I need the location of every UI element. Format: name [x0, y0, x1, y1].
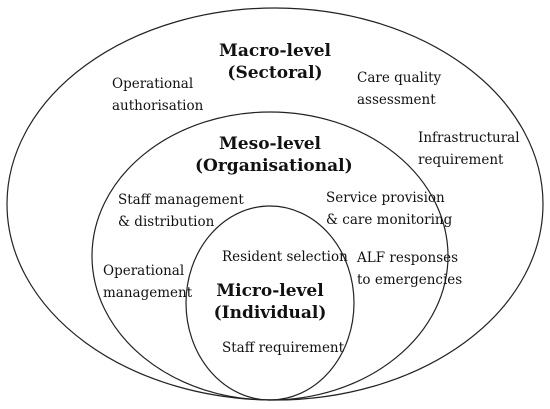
micro-item-resident-selection: Resident selection: [222, 249, 348, 265]
meso-level-heading: Meso-level (Organisational): [195, 133, 353, 177]
macro-item-care-quality-assessment: Care quality assessment: [357, 70, 442, 108]
micro-level-heading: Micro-level (Individual): [210, 280, 330, 324]
macro-item-operational-authorisation: Operational authorisation: [112, 76, 204, 114]
micro-level-title: Micro-level: [216, 281, 324, 301]
meso-item-staff-management-distribution: Staff management & distribution: [118, 192, 244, 230]
meso-level-title: Meso-level: [218, 134, 322, 154]
macro-item-infrastructural-requirement: Infrastructural requirement: [418, 130, 520, 168]
macro-level-title: Macro-level: [219, 41, 331, 61]
meso-item-service-provision-care-monitoring: Service provision & care monitoring: [326, 190, 453, 228]
micro-level-subtitle: (Individual): [213, 303, 327, 323]
macro-level-subtitle: (Sectoral): [227, 63, 323, 83]
meso-level-subtitle: (Organisational): [195, 156, 353, 176]
macro-level-heading: Macro-level (Sectoral): [215, 40, 335, 84]
micro-item-staff-requirement: Staff requirement: [222, 340, 345, 356]
meso-item-operational-management: Operational management: [103, 263, 193, 301]
micro-level-ellipse: [185, 205, 355, 401]
meso-item-alf-responses-emergencies: ALF responses to emergencies: [357, 250, 463, 288]
